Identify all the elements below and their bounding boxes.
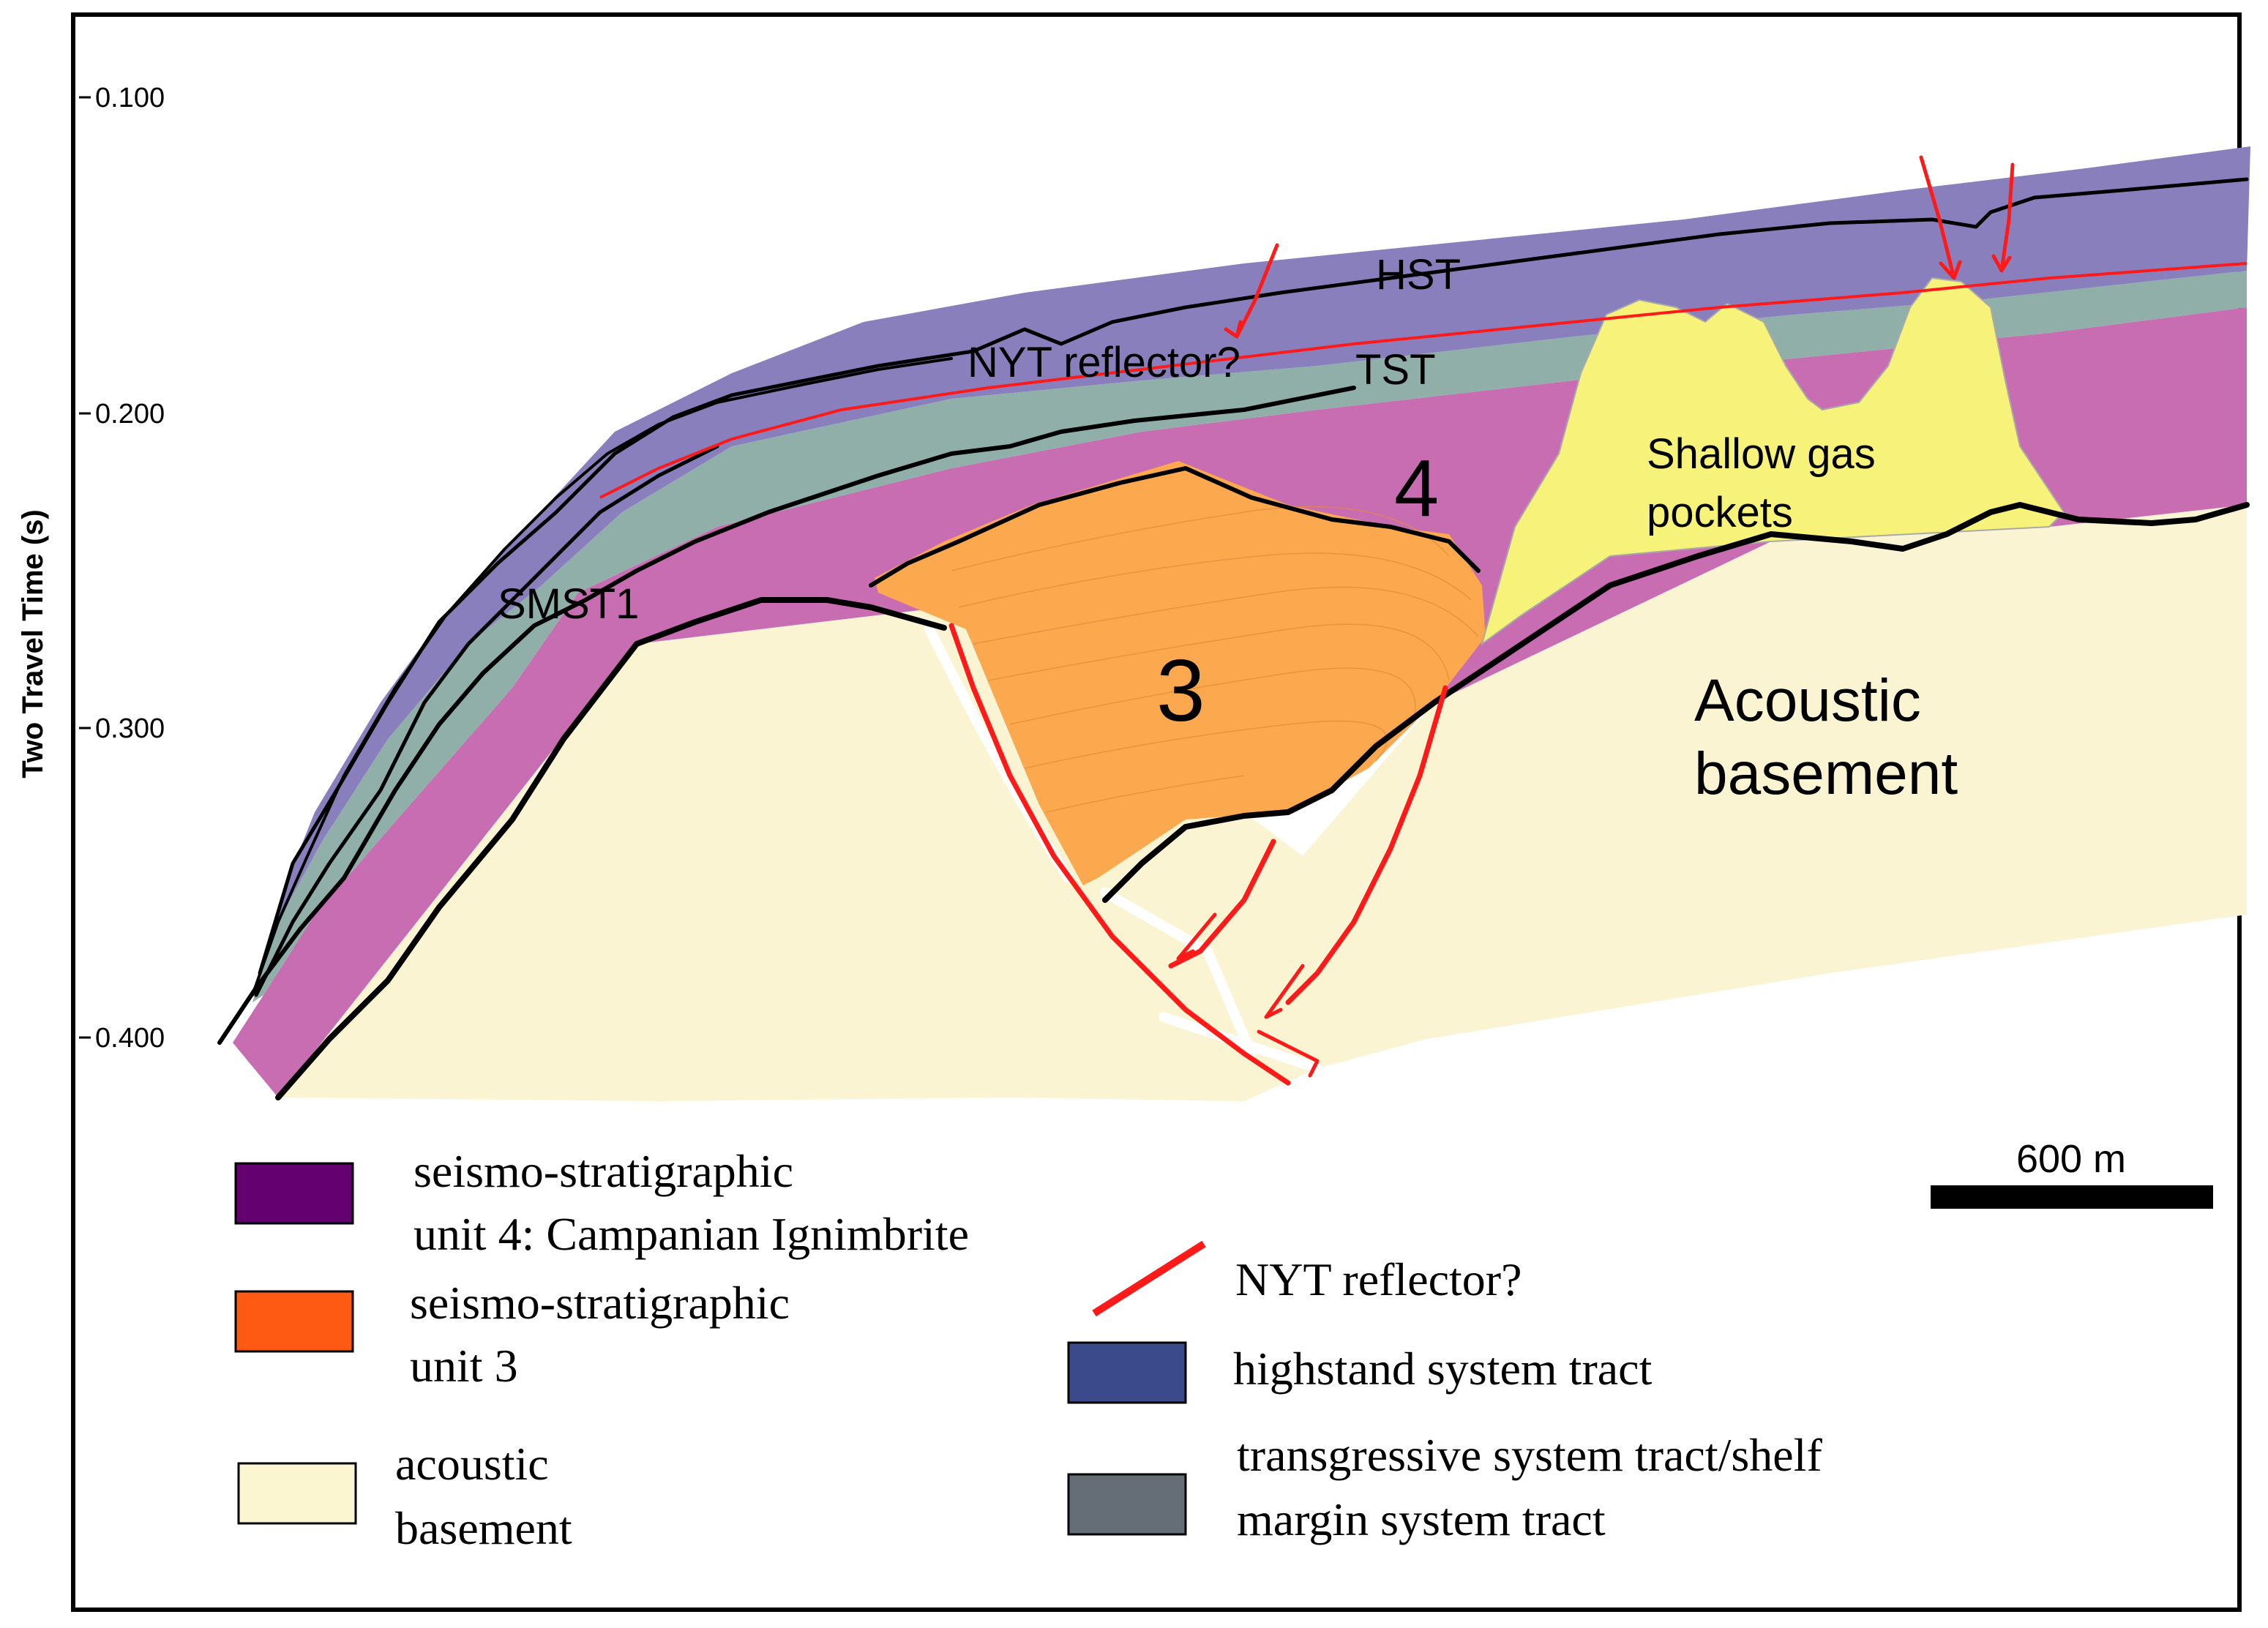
gas-label-line-2: pockets — [1647, 489, 1793, 536]
unit-3-layer — [875, 461, 1486, 885]
y-axis-label: Two Travel Time (s) — [17, 509, 49, 779]
fault-middle — [1168, 839, 1276, 969]
nyt-reflector-line — [599, 262, 2248, 499]
basement-top-reflector-right — [1102, 502, 2250, 903]
y-tick-label: 0.200 — [95, 399, 165, 429]
fault-nyt-left — [1224, 243, 1279, 339]
scale-bar-label: 600 m — [2016, 1137, 2126, 1181]
legend-label: highstand system tract — [1233, 1343, 1653, 1395]
legend-swatch-hst — [1067, 1341, 1187, 1404]
hst-layer — [252, 146, 2250, 1002]
legend-swatch-basement — [237, 1462, 357, 1525]
tst-smst-layer — [252, 271, 2247, 1002]
basement-label-line-1: Acoustic — [1694, 667, 1921, 734]
legend-label: basement — [395, 1502, 572, 1554]
basement-label-line-2: basement — [1694, 740, 1958, 807]
unit-4-label: 4 — [1394, 443, 1439, 533]
legend-swatch-tst-smst — [1067, 1473, 1187, 1536]
legend-swatch-unit-3 — [234, 1290, 354, 1353]
hst-label: HST — [1376, 251, 1461, 299]
fault-nyt-right-b — [1991, 162, 2015, 273]
y-tick-label: 0.400 — [95, 1023, 165, 1054]
scale-bar — [1931, 1185, 2213, 1209]
legend-label: margin system tract — [1237, 1493, 1606, 1545]
y-tick-label: 0.300 — [95, 713, 165, 744]
fault-arrow-right — [1264, 964, 1305, 1019]
seismic-reflectors — [217, 177, 2250, 1100]
fault-left — [948, 623, 1291, 1086]
legend-label: seismo-stratigraphic — [410, 1277, 790, 1329]
tst-label: TST — [1355, 346, 1436, 394]
fault-lines — [948, 155, 2015, 1086]
shallow-gas-pockets — [1481, 277, 2065, 646]
unit-3-reflectors — [951, 506, 1479, 813]
unit-4-top-reflector — [217, 386, 1356, 1045]
fault-nyt-right-a — [1919, 155, 1962, 280]
hst-top-reflector — [251, 357, 953, 997]
legend-label: transgressive system tract/shelf — [1237, 1429, 1822, 1481]
smst-top-reflector — [254, 444, 719, 997]
unit-3-label: 3 — [1156, 642, 1205, 740]
basement-top-reflector — [275, 597, 947, 1100]
legend-label: NYT reflector? — [1235, 1253, 1522, 1305]
acoustic-basement-layer — [278, 505, 2247, 1101]
smst1-label: SMST1 — [498, 580, 639, 628]
unit-3-top-reflector — [869, 466, 1481, 588]
hst-base-reflector — [258, 177, 2249, 975]
legend-label: unit 3 — [410, 1340, 518, 1392]
y-axis-ticks: 0.100 0.200 0.300 0.400 — [79, 83, 165, 1054]
legend-label: acoustic — [395, 1438, 549, 1490]
legend: seismo-stratigraphic unit 4: Campanian I… — [234, 1145, 1822, 1554]
fault-right — [1285, 685, 1448, 1005]
legend-swatch-nyt-reflector — [1092, 1240, 1206, 1317]
gas-label-line-1: Shallow gas — [1647, 430, 1876, 478]
legend-label: seismo-stratigraphic — [413, 1145, 793, 1197]
legend-swatch-unit-4 — [234, 1162, 354, 1225]
fault-arrow-middle — [1176, 912, 1217, 961]
nyt-reflector-label: NYT reflector? — [968, 339, 1240, 386]
y-tick-label: 0.100 — [95, 83, 165, 113]
legend-label: unit 4: Campanian Ignimbrite — [413, 1208, 969, 1260]
fault-arrow-bottom — [1257, 1029, 1320, 1078]
